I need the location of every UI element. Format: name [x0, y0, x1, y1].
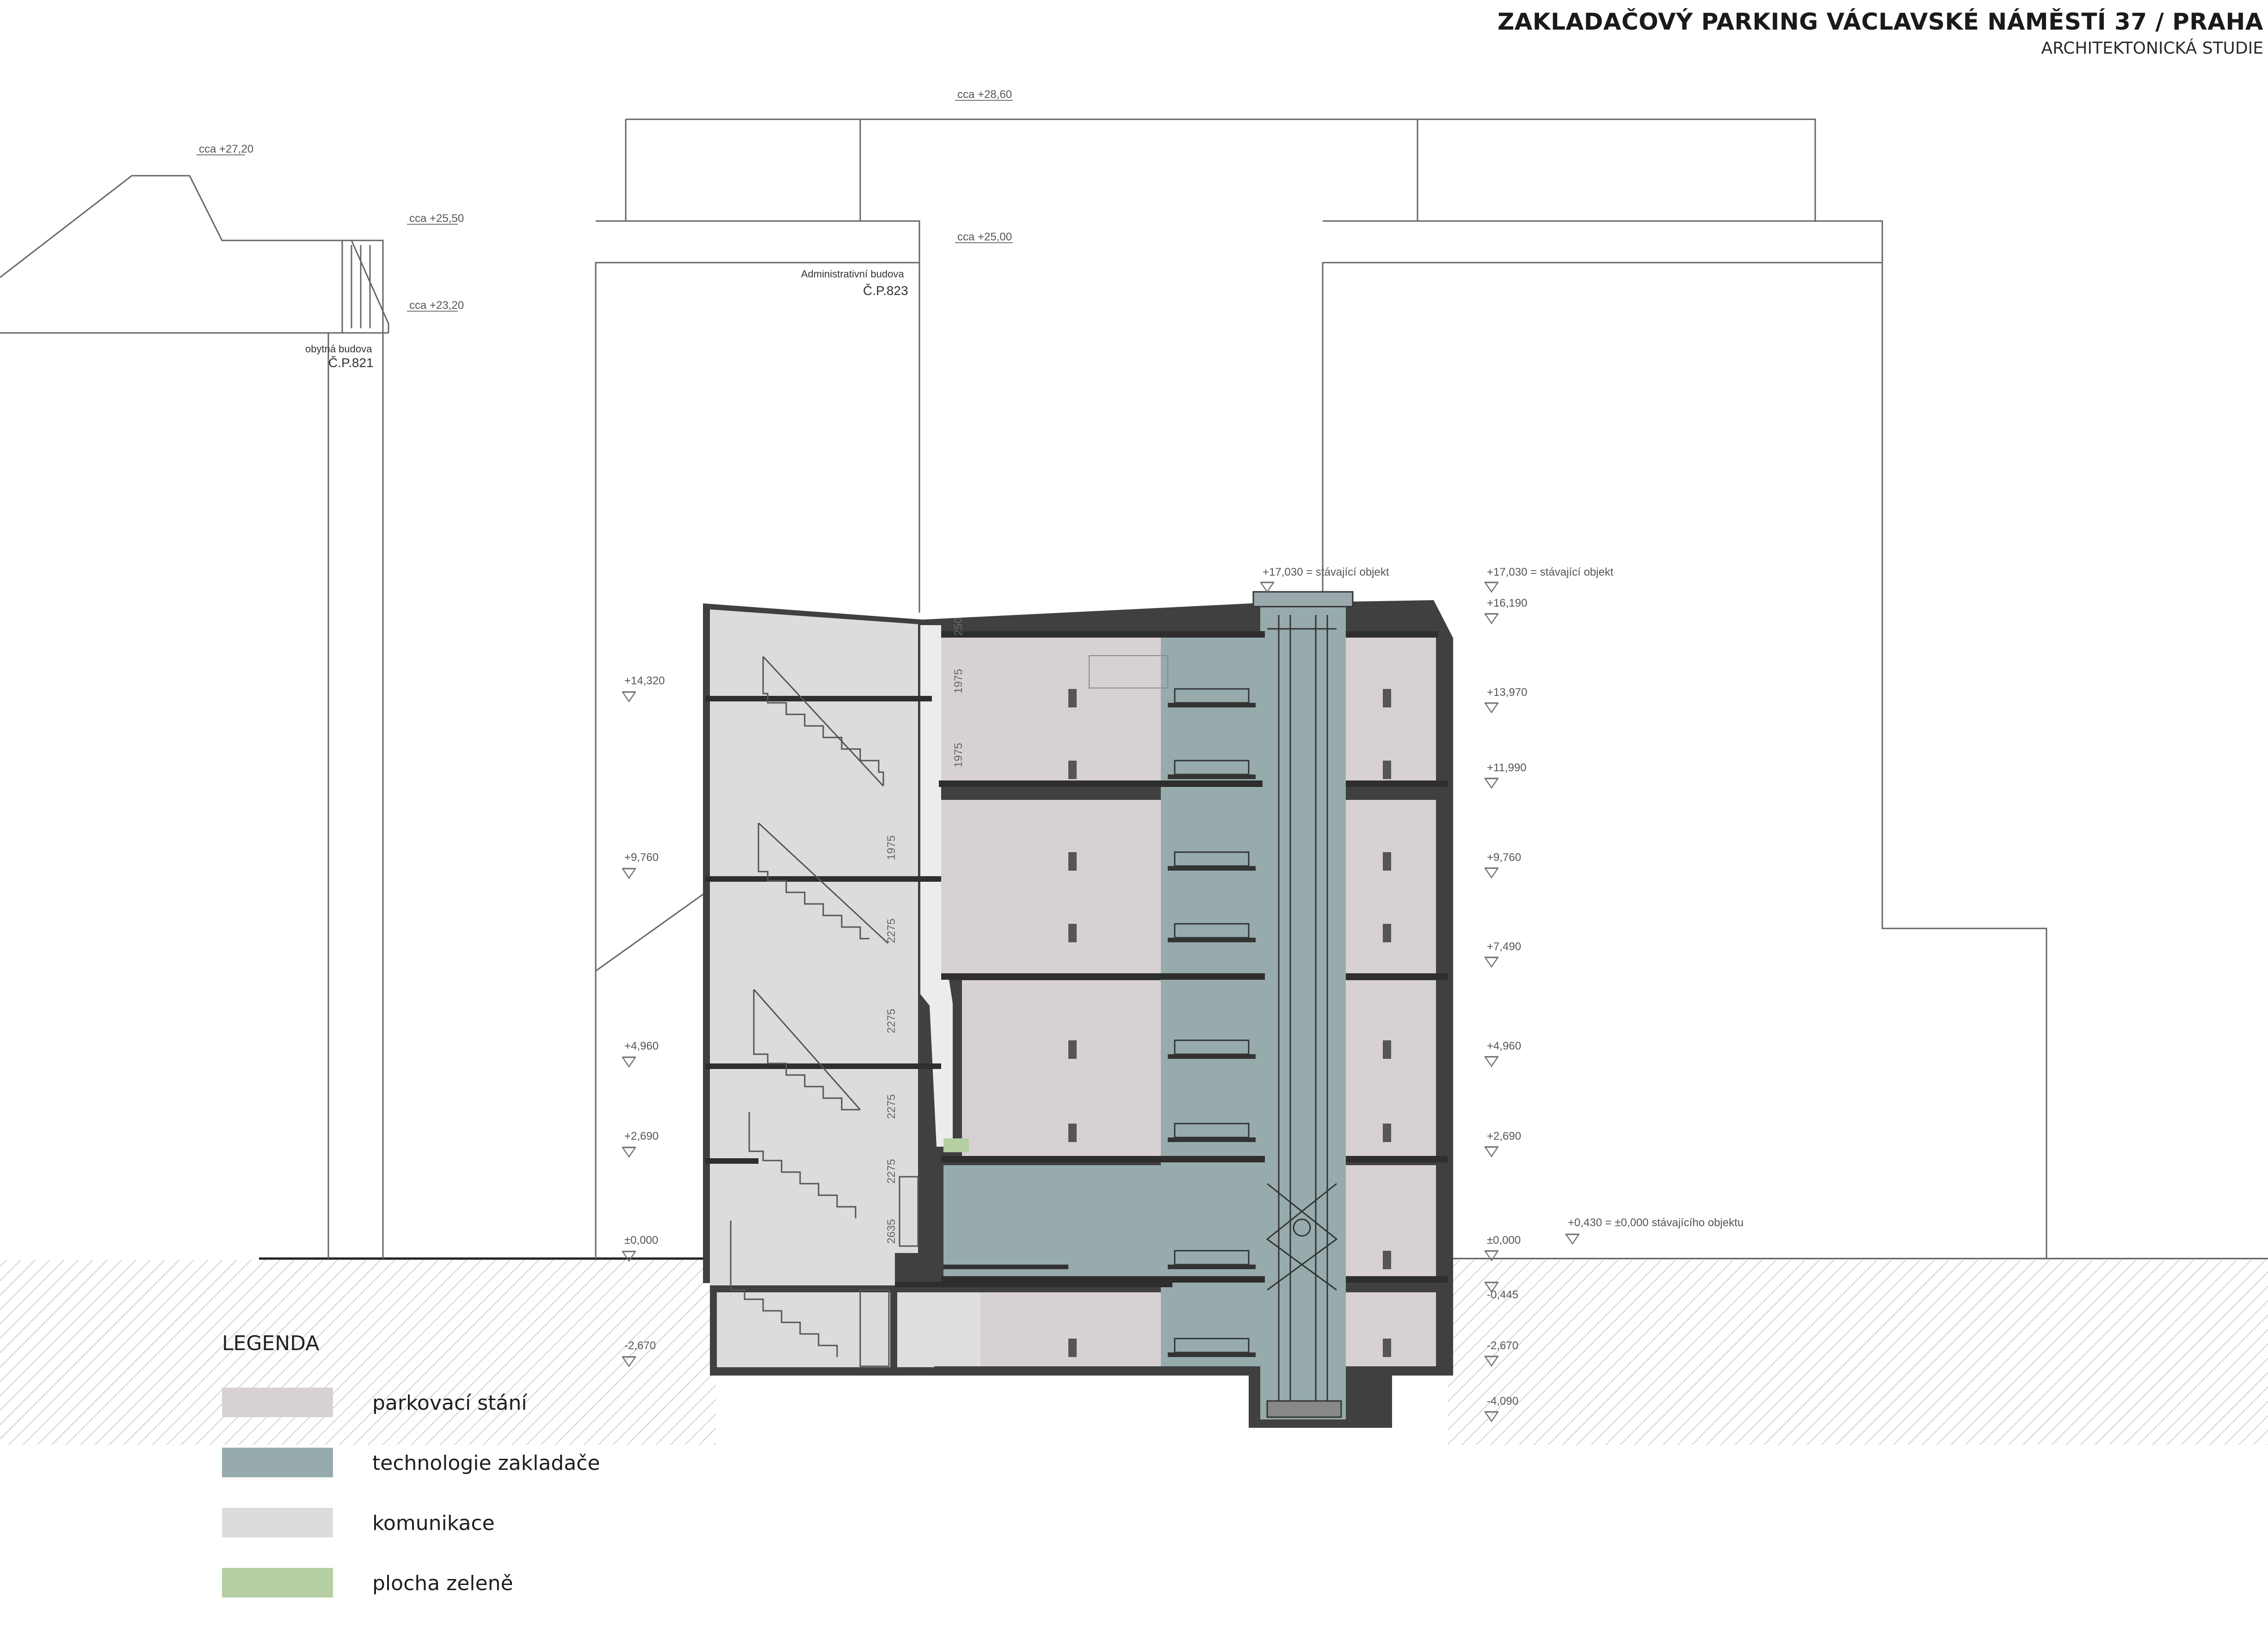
legend-swatch-greenery	[222, 1568, 333, 1597]
parking-zone-mid-upper	[941, 800, 1161, 973]
level-right-5: +9,760	[1487, 851, 1521, 864]
level-left-5: ±0,000	[624, 1234, 658, 1247]
stacker-tech-floor	[943, 1165, 1260, 1276]
neighbour-outlines	[0, 118, 2047, 1259]
level-right-4: +11,990	[1487, 762, 1527, 774]
level-right-12: -4,090	[1487, 1395, 1518, 1407]
level-marks-left: +14,320 +9,760 +4,960 +2,690 ±0,000 -2,6…	[622, 675, 665, 1367]
legend-item-greenery: plocha zeleně	[222, 1568, 638, 1597]
level-right-1: +17,030 = stávající objekt	[1487, 566, 1614, 578]
dim-4: 1975	[885, 836, 898, 860]
ground-hatch	[0, 1257, 2268, 1445]
level-right-7: +4,960	[1487, 1040, 1521, 1052]
level-right-8: +2,690	[1487, 1130, 1521, 1143]
roof-level-3: cca +23,20	[409, 299, 464, 312]
level-left-4: +2,690	[624, 1130, 659, 1143]
parking-zone-right-1	[1346, 637, 1436, 780]
greenery-patch	[943, 1138, 969, 1152]
level-left-2: +9,760	[624, 851, 659, 864]
drawing-sheet: ZAKLADAČOVÝ PARKING VÁCLAVSKÉ NÁMĚSTÍ 37…	[0, 8, 2268, 1597]
dim-8: 2275	[885, 1159, 898, 1184]
legend-label-communication: komunikace	[372, 1511, 495, 1535]
level-marks-right: +17,030 = stávající objekt +17,030 = stá…	[1260, 566, 1744, 1422]
lift-mast	[1252, 591, 1354, 1418]
legend-heading: LEGENDA	[222, 1332, 320, 1355]
roof-level-4: cca +28,60	[957, 88, 1012, 101]
admin-label: Administrativní budova	[801, 268, 904, 280]
level-right-2: +16,190	[1487, 597, 1527, 609]
section-drawing: obytná budova Č.P.821 Administrativní bu…	[0, 88, 2268, 1445]
level-right-11: -2,670	[1487, 1339, 1518, 1352]
legend-swatch-technology	[222, 1448, 333, 1477]
legend: LEGENDA parkovací stání technologie zakl…	[222, 1332, 638, 1628]
level-left-1: +14,320	[624, 675, 665, 687]
level-right-6: +7,490	[1487, 940, 1521, 953]
house-number: Č.P.821	[328, 356, 374, 370]
level-right-3: +13,970	[1487, 686, 1527, 699]
building-labels: obytná budova Č.P.821 Administrativní bu…	[305, 268, 908, 370]
roof-level-5: cca +25,00	[957, 231, 1012, 243]
level-left-3: +4,960	[624, 1040, 659, 1052]
drawing-title: ZAKLADAČOVÝ PARKING VÁCLAVSKÉ NÁMĚSTÍ 37…	[1497, 8, 2263, 35]
level-left-6: -2,670	[624, 1339, 656, 1352]
dim-5: 2275	[885, 919, 898, 943]
level-right-9: ±0,000	[1487, 1234, 1521, 1247]
dim-3: 1975	[952, 743, 965, 768]
parking-zone-mid	[962, 980, 1161, 1156]
floor-slabs	[705, 631, 1448, 1287]
dim-7: 2275	[885, 1094, 898, 1119]
legend-swatch-parking	[222, 1388, 333, 1417]
legend-label-technology: technologie zakladače	[372, 1451, 600, 1475]
roof-level-2: cca +25,50	[409, 212, 464, 225]
dim-6: 2275	[885, 1009, 898, 1033]
title-block: ZAKLADAČOVÝ PARKING VÁCLAVSKÉ NÁMĚSTÍ 37…	[1498, 8, 2263, 58]
legend-item-parking: parkovací stání	[222, 1388, 638, 1417]
admin-number: Č.P.823	[863, 283, 908, 298]
lift-shaft	[1260, 606, 1346, 1419]
legend-label-greenery: plocha zeleně	[372, 1572, 513, 1595]
legend-item-technology: technologie zakladače	[222, 1448, 638, 1477]
dim-1: 250	[952, 617, 965, 636]
dimensions: 250 1975 1975 1975 2275 2275 2275 2275 2…	[885, 617, 965, 1244]
drawing-subtitle: ARCHITEKTONICKÁ STUDIE	[2041, 39, 2263, 58]
roof-level-1: cca +27,20	[199, 143, 253, 155]
level-right-10: -0,445	[1487, 1289, 1518, 1301]
lower-stair-core	[717, 1292, 890, 1367]
legend-swatch-communication	[222, 1508, 333, 1537]
parking-zone-right-2	[1346, 800, 1436, 973]
legend-item-communication: komunikace	[222, 1508, 638, 1537]
legend-label-parking: parkovací stání	[372, 1391, 527, 1415]
dim-9: 2635	[885, 1219, 898, 1244]
stair-flights	[730, 656, 919, 1367]
parking-zone-upper	[941, 637, 1161, 780]
dim-2: 1975	[952, 669, 965, 694]
level-top-mid: +17,030 = stávající objekt	[1263, 566, 1389, 578]
stair-core	[710, 609, 918, 1285]
parking-structure	[703, 600, 1453, 1428]
roof-level-marks: cca +27,20 cca +25,50 cca +23,20 cca +28…	[197, 88, 1013, 312]
level-existing: +0,430 = ±0,000 stávajícího objektu	[1568, 1216, 1744, 1229]
house-label: obytná budova	[305, 343, 372, 355]
stacker-pallets	[943, 655, 1391, 1357]
